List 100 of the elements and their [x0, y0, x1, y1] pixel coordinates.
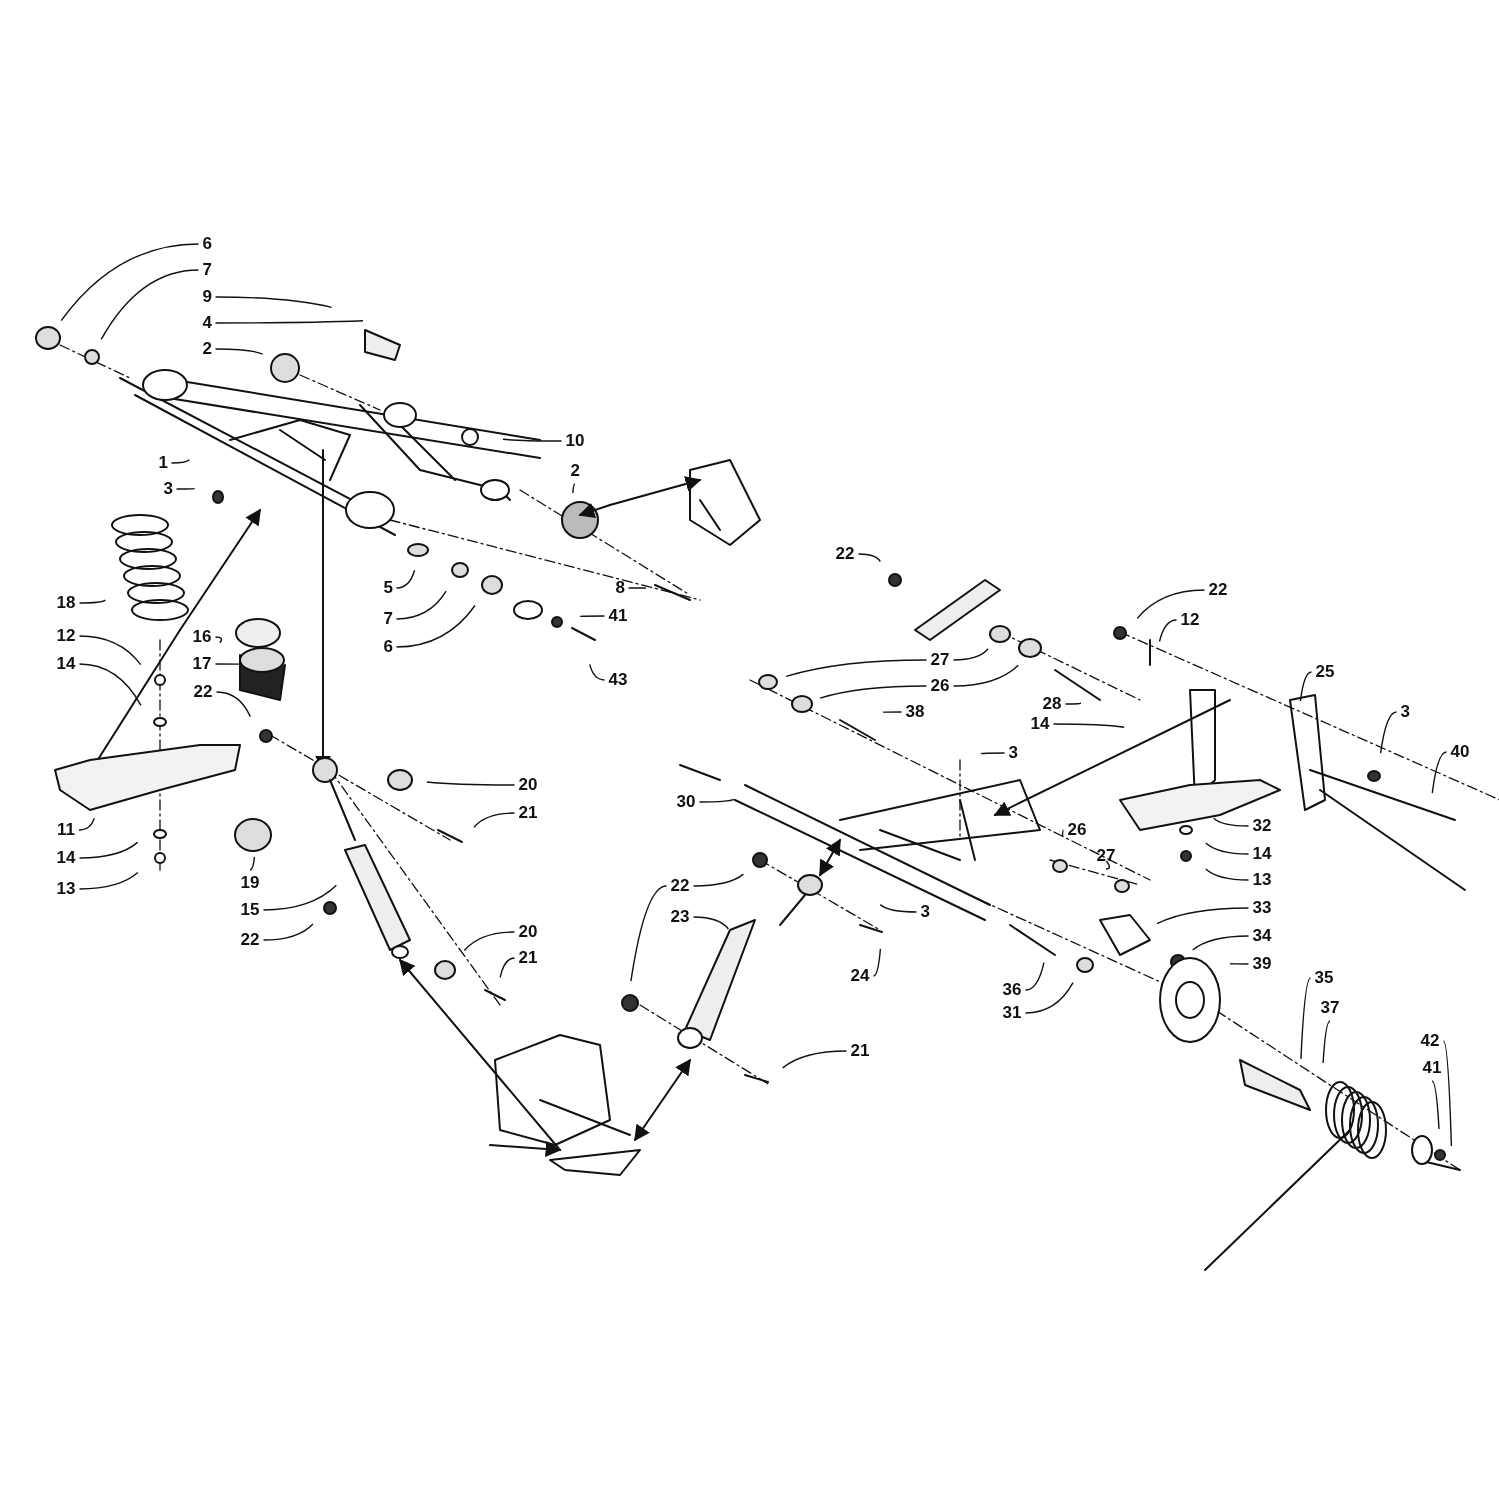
- callout-number: 21: [518, 803, 538, 823]
- leader-line: [78, 841, 139, 859]
- leader-line: [579, 615, 606, 617]
- callout-number: 2: [202, 339, 212, 359]
- callout-number: 11: [57, 820, 75, 840]
- callout-number: 14: [56, 654, 76, 674]
- leader-line: [698, 798, 736, 803]
- leader-line: [78, 871, 139, 890]
- leader-line: [1158, 619, 1178, 643]
- leader-line: [1299, 671, 1313, 702]
- callout-number: 14: [1030, 714, 1050, 734]
- leader-line: [1024, 961, 1045, 991]
- callout-number: 14: [56, 848, 76, 868]
- leader-line: [215, 691, 251, 718]
- leader-line: [214, 663, 241, 665]
- callout-number: 22: [670, 876, 690, 896]
- leader-line: [1213, 817, 1250, 827]
- leader-line: [1431, 751, 1448, 794]
- callout-number: 24: [850, 966, 870, 986]
- callout-number: 37: [1320, 998, 1340, 1018]
- callout-number: 3: [920, 902, 930, 922]
- callout-number: 34: [1252, 926, 1272, 946]
- leader-line: [980, 752, 1006, 755]
- callout-number: 39: [1252, 954, 1272, 974]
- leader-line: [1052, 723, 1125, 728]
- callout-number: 28: [1042, 694, 1062, 714]
- callout-number: 21: [518, 948, 538, 968]
- leader-line: [1136, 589, 1206, 620]
- callout-number: 19: [240, 873, 260, 893]
- leader-line: [857, 553, 881, 563]
- callout-number: 12: [1180, 610, 1200, 630]
- callout-number: 9: [202, 287, 212, 307]
- leader-line: [952, 648, 989, 661]
- callout-number: 7: [202, 260, 212, 280]
- leader-line: [782, 1050, 848, 1069]
- callout-number: 40: [1450, 742, 1470, 762]
- callout-number: 13: [56, 879, 76, 899]
- leader-line: [214, 296, 333, 309]
- callout-number: 22: [1208, 580, 1228, 600]
- leader-line: [395, 569, 416, 589]
- callout-number: 26: [1067, 820, 1087, 840]
- leader-line: [1379, 711, 1398, 754]
- callout-number: 20: [518, 922, 538, 942]
- callout-number: 3: [163, 479, 173, 499]
- leader-line: [1192, 935, 1250, 951]
- callout-number: 12: [56, 626, 76, 646]
- leader-line: [262, 923, 314, 941]
- leader-line: [78, 663, 142, 706]
- callout-number: 42: [1420, 1031, 1440, 1051]
- callout-number: 41: [1422, 1058, 1442, 1078]
- callout-number: 13: [1252, 870, 1272, 890]
- leader-line: [175, 487, 196, 490]
- leader-line: [1300, 977, 1312, 1060]
- callout-number: 41: [608, 606, 628, 626]
- callout-number: 3: [1400, 702, 1410, 722]
- callout-number: 35: [1314, 968, 1334, 988]
- leader-line: [395, 590, 447, 620]
- callout-number: 4: [202, 313, 212, 333]
- callout-number: 10: [565, 431, 585, 451]
- leader-line: [589, 663, 606, 681]
- callout-number: 6: [202, 234, 212, 254]
- callout-number: 18: [56, 593, 76, 613]
- callout-number: 31: [1002, 1003, 1022, 1023]
- callout-number: 17: [192, 654, 212, 674]
- leader-line: [952, 664, 1019, 687]
- callout-number: 26: [930, 676, 950, 696]
- leader-line: [872, 948, 882, 977]
- callout-number: 2: [570, 461, 580, 481]
- leader-line: [78, 635, 142, 666]
- leader-line: [630, 885, 668, 982]
- leader-line: [262, 884, 338, 911]
- callout-number: 23: [670, 907, 690, 927]
- leader-line: [882, 711, 903, 713]
- leader-line: [499, 957, 516, 979]
- callout-number: 14: [1252, 844, 1272, 864]
- callout-number: 3: [1008, 743, 1018, 763]
- callout-number: 15: [240, 900, 260, 920]
- leader-line: [100, 269, 200, 341]
- callout-number: 21: [850, 1041, 870, 1061]
- callout-number: 30: [676, 792, 696, 812]
- callout-number: 32: [1252, 816, 1272, 836]
- callout-number: 5: [383, 578, 393, 598]
- leader-line: [785, 659, 928, 678]
- leader-line: [879, 903, 918, 913]
- leader-line: [1064, 702, 1082, 705]
- callout-number: 36: [1002, 980, 1022, 1000]
- callout-number: 7: [383, 609, 393, 629]
- leader-line: [819, 685, 928, 699]
- leader-line: [426, 781, 516, 786]
- leader-line: [1205, 868, 1250, 881]
- leader-line: [627, 587, 647, 589]
- leader-line: [692, 916, 730, 930]
- callout-number: 22: [193, 682, 213, 702]
- leader-line: [170, 459, 191, 464]
- callout-number: 27: [930, 650, 950, 670]
- leader-line: [1431, 1080, 1440, 1130]
- leader-line: [502, 438, 563, 442]
- leader-line: [1442, 1040, 1453, 1147]
- callout-number: 6: [383, 637, 393, 657]
- leader-line: [214, 320, 364, 324]
